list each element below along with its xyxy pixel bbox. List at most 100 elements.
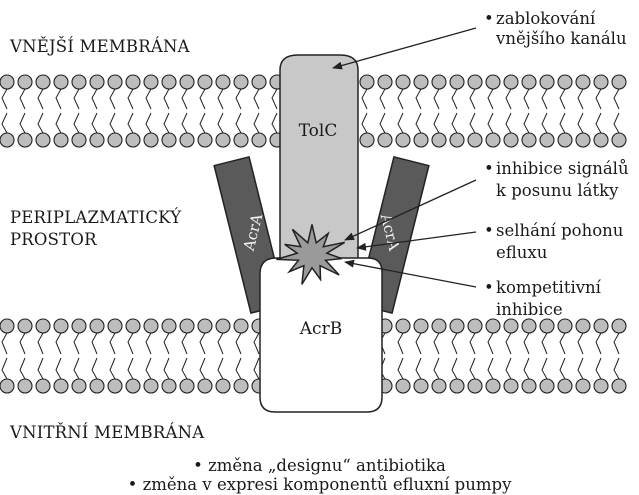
lipid-tail: [110, 89, 115, 109]
lipid-tail: [2, 113, 7, 133]
lipid-tail: [416, 333, 421, 354]
lipid-tail: [164, 89, 169, 109]
lipid-head: [522, 379, 536, 393]
lipid-tail: [56, 358, 61, 379]
lipid-head: [432, 379, 446, 393]
lipid-head: [18, 133, 32, 147]
lipid-head: [0, 75, 14, 89]
lipid-tail: [74, 358, 79, 379]
inner-membrane-label: VNITŘNÍ MEMBRÁNA: [10, 423, 204, 443]
lipid-tail: [56, 113, 61, 133]
lipid-tail: [2, 89, 7, 109]
lipid-tail: [110, 113, 115, 133]
lipid-tail: [38, 89, 43, 109]
lipid-head: [108, 75, 122, 89]
lipid-tail: [74, 89, 79, 109]
lipid-head: [90, 319, 104, 333]
lipid-tail: [146, 113, 151, 133]
lipid-head: [36, 75, 50, 89]
lipid-head: [504, 133, 518, 147]
lipid-head: [216, 319, 230, 333]
lipid-head: [234, 379, 248, 393]
lipid-head: [558, 379, 572, 393]
lipid-tail: [128, 89, 133, 109]
lipid-tail: [146, 89, 151, 109]
lipid-head: [252, 133, 266, 147]
lipid-tail: [182, 358, 187, 379]
lipid-tail: [488, 333, 493, 354]
lipid-head: [216, 133, 230, 147]
lipid-tail: [2, 333, 7, 354]
lipid-head: [468, 75, 482, 89]
lipid-head: [144, 319, 158, 333]
lipid-head: [576, 319, 590, 333]
lipid-tail: [254, 333, 259, 354]
lipid-head: [576, 379, 590, 393]
lipid-tail: [416, 89, 421, 109]
lipid-tail: [218, 333, 223, 354]
lipid-tail: [596, 113, 601, 133]
lipid-tail: [398, 113, 403, 133]
lipid-tail: [20, 113, 25, 133]
lipid-head: [144, 75, 158, 89]
callout-4-text: kompetitivní: [496, 278, 601, 297]
lipid-tail: [38, 113, 43, 133]
lipid-head: [504, 319, 518, 333]
lipid-head: [522, 319, 536, 333]
lipid-tail: [398, 358, 403, 379]
lipid-head: [126, 75, 140, 89]
lipid-head: [432, 133, 446, 147]
lipid-tail: [182, 333, 187, 354]
lipid-head: [162, 319, 176, 333]
lipid-head: [486, 379, 500, 393]
lipid-tail: [236, 113, 241, 133]
lipid-tail: [236, 358, 241, 379]
lipid-tail: [20, 89, 25, 109]
lipid-head: [396, 133, 410, 147]
lipid-head: [504, 75, 518, 89]
lipid-tail: [542, 113, 547, 133]
lipid-tail: [272, 113, 277, 133]
lipid-tail: [182, 89, 187, 109]
lipid-head: [576, 75, 590, 89]
lipid-tail: [524, 113, 529, 133]
lipid-tail: [200, 333, 205, 354]
lipid-head: [594, 133, 608, 147]
lipid-head: [72, 319, 86, 333]
callout-3-line2: efluxu: [496, 243, 547, 262]
lipid-tail: [452, 333, 457, 354]
lipid-head: [432, 319, 446, 333]
lipid-head: [234, 319, 248, 333]
lipid-head: [540, 75, 554, 89]
lipid-head: [594, 379, 608, 393]
lipid-tail: [362, 113, 367, 133]
acrb-label: AcrB: [299, 319, 342, 339]
lipid-tail: [218, 89, 223, 109]
lipid-head: [558, 319, 572, 333]
lipid-tail: [380, 113, 385, 133]
lipid-tail: [56, 89, 61, 109]
lipid-head: [54, 75, 68, 89]
lipid-head: [180, 379, 194, 393]
lipid-tail: [272, 89, 277, 109]
lipid-head: [126, 379, 140, 393]
lipid-head: [396, 75, 410, 89]
lipid-head: [0, 379, 14, 393]
lipid-tail: [164, 333, 169, 354]
bottom-note-2: • změna v expresi komponentů efluxní pum…: [0, 475, 639, 494]
lipid-head: [18, 75, 32, 89]
bullet-icon: •: [484, 278, 496, 297]
lipid-head: [576, 133, 590, 147]
lipid-tail: [20, 333, 25, 354]
lipid-head: [72, 379, 86, 393]
lipid-tail: [578, 113, 583, 133]
lipid-tail: [74, 113, 79, 133]
lipid-head: [450, 75, 464, 89]
lipid-head: [594, 319, 608, 333]
lipid-head: [414, 319, 428, 333]
lipid-tail: [128, 333, 133, 354]
lipid-tail: [38, 333, 43, 354]
arrow-outer-channel: [333, 28, 476, 68]
lipid-tail: [416, 113, 421, 133]
